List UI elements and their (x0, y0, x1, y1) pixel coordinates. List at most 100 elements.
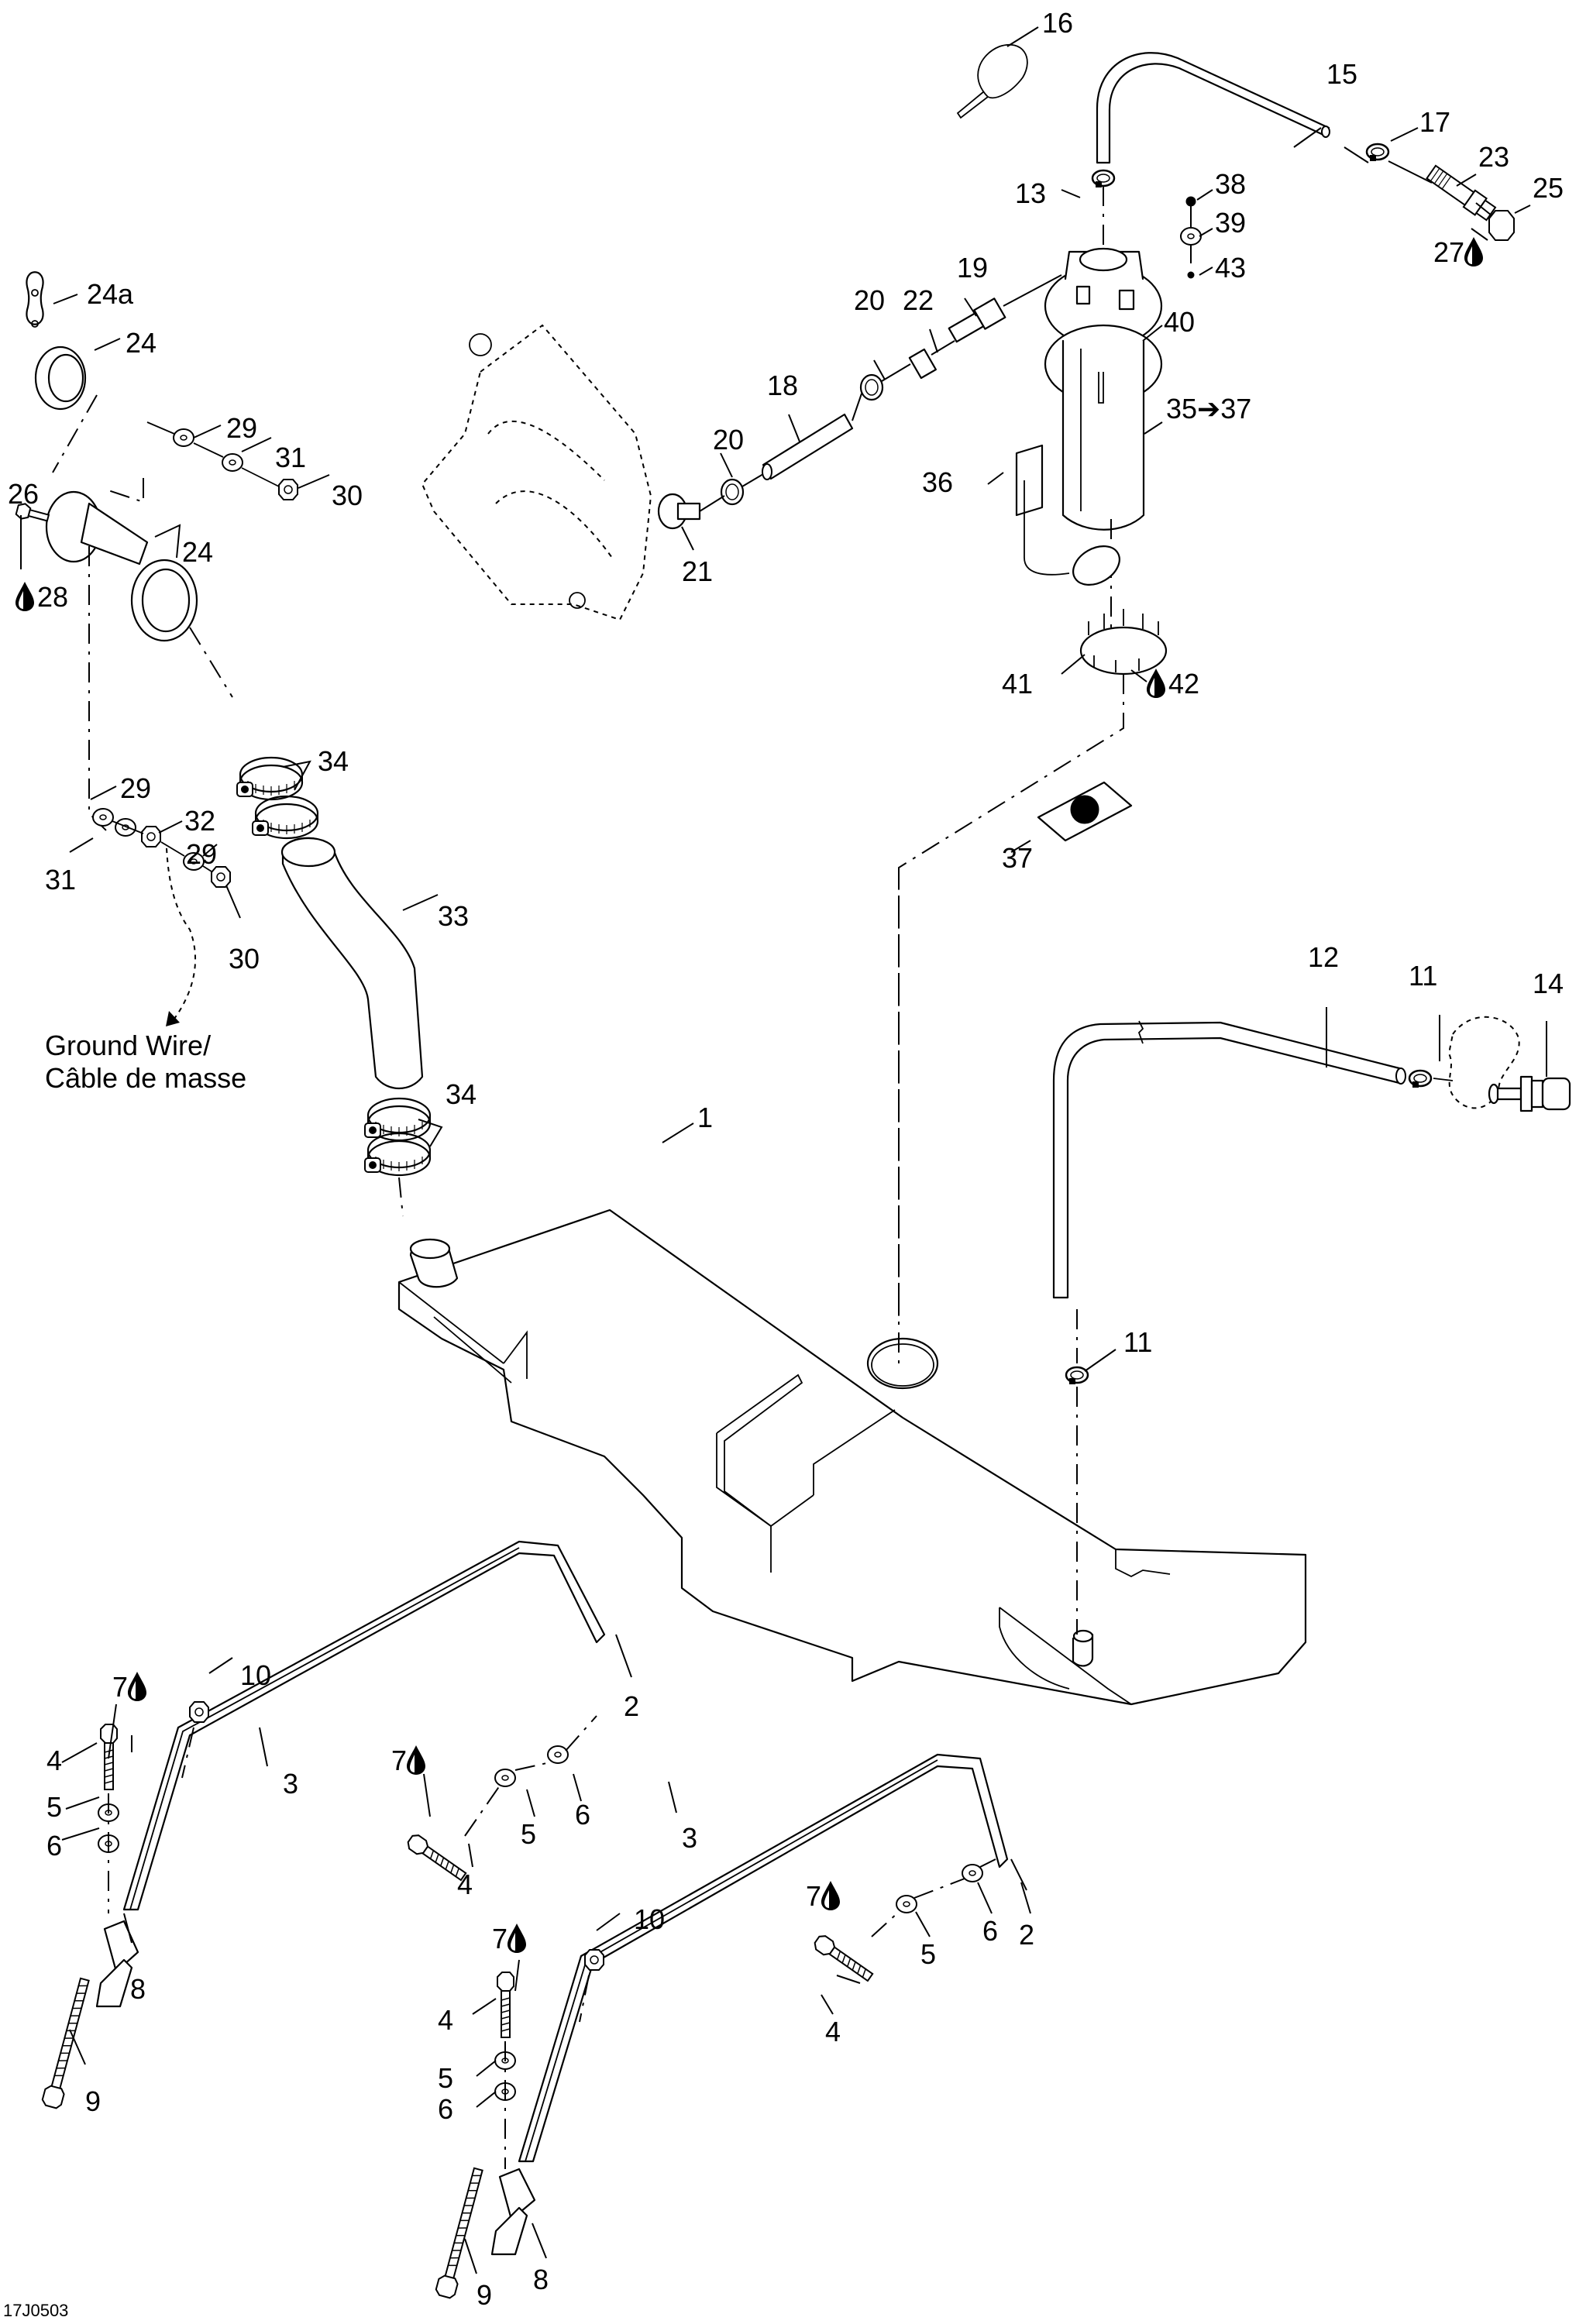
part-6-washer-b (547, 1745, 569, 1764)
callout-c5a: 5 (46, 1791, 62, 1823)
callout-number: 10 (240, 1659, 271, 1691)
callout-c39: 39 (1215, 207, 1246, 239)
callout-number: 41 (1002, 668, 1033, 700)
part-15-vent-hose (1096, 52, 1330, 164)
callout-c29c: 29 (186, 838, 217, 870)
part-22-connector (908, 348, 937, 380)
callout-c24b: 24 (126, 327, 157, 359)
callout-number: 11 (1123, 1326, 1152, 1358)
sealant-drop-icon (407, 1745, 425, 1775)
callout-c31a: 31 (275, 442, 306, 473)
callout-number: 29 (120, 772, 151, 804)
callout-number: 24a (87, 278, 134, 310)
part-8-bracket-b (490, 2168, 536, 2256)
hardware-set-b (404, 1715, 597, 1885)
callout-c7a: 7 (112, 1671, 146, 1703)
part-38-nut (1185, 196, 1196, 207)
callout-number: 5 (438, 2062, 453, 2094)
part-20-clamp-b (720, 478, 745, 506)
callout-c25: 25 (1533, 172, 1564, 204)
part-25-cap-nut (1488, 210, 1515, 241)
part-34-clamp-b (251, 795, 319, 840)
callout-number: 31 (275, 442, 306, 473)
part-13-clamp (1091, 169, 1116, 189)
part-4-bolt-c (497, 1972, 514, 2038)
part-1-fuel-tank (397, 1208, 1307, 1706)
part-18-fuel-hose (762, 413, 854, 480)
part-31-lock-washer-a (222, 453, 243, 472)
engine-reference-outline (421, 324, 652, 621)
callout-c5c: 5 (438, 2062, 453, 2094)
callout-c16: 16 (1042, 7, 1073, 39)
callout-c6c: 6 (438, 2093, 453, 2125)
callout-c19: 19 (957, 252, 988, 284)
callout-number: 30 (332, 480, 363, 511)
callout-c10b: 10 (634, 1903, 665, 1935)
callout-number: 15 (1326, 58, 1357, 90)
callout-number: 7 (112, 1671, 128, 1703)
callout-c8b: 8 (533, 2264, 549, 2295)
ground-wire-note-line2: Câble de masse (45, 1062, 246, 1094)
callout-c22: 22 (903, 284, 934, 316)
callout-c36: 36 (922, 466, 953, 498)
callout-c7b: 7 (391, 1745, 425, 1776)
callout-number: 24 (182, 536, 213, 568)
callout-number: 16 (1042, 7, 1073, 39)
callout-c4d: 4 (825, 2016, 841, 2047)
callout-number: 6 (982, 1915, 998, 1947)
callout-number: 7 (806, 1880, 821, 1912)
part-5-washer-d (896, 1895, 917, 1913)
callout-number: 12 (1308, 941, 1339, 973)
callout-c21: 21 (682, 555, 713, 587)
sealant-drop-icon (507, 1923, 526, 1953)
sealant-drop-icon (15, 582, 34, 611)
callout-c35: 35➔37 (1166, 393, 1251, 425)
callout-c9a: 9 (85, 2085, 101, 2117)
callout-c32: 32 (184, 805, 215, 837)
part-11-clamp-b (1065, 1366, 1089, 1386)
part-24-filler-cap-ring (34, 346, 87, 411)
callout-c3a: 3 (283, 1768, 298, 1800)
callout-c7c: 7 (492, 1923, 526, 1954)
part-29-washer-b (92, 808, 114, 827)
callout-number: 36 (922, 466, 953, 498)
part-39-washer (1180, 227, 1202, 246)
ground-wire-note-line1: Ground Wire/ (45, 1030, 211, 1061)
callout-number: 25 (1533, 172, 1564, 204)
callout-c13: 13 (1015, 177, 1046, 209)
part-24a-plate (26, 271, 44, 328)
callout-number: 32 (184, 805, 215, 837)
part-10-nut-b (584, 1949, 604, 1971)
part-16-tie-wrap (956, 44, 1028, 119)
callout-number: 6 (46, 1830, 62, 1862)
callout-number: 18 (767, 370, 798, 401)
callout-c2b: 2 (1019, 1919, 1034, 1951)
part-11-clamp-a (1408, 1069, 1433, 1089)
callout-c30a: 30 (332, 480, 363, 511)
callout-c18: 18 (767, 370, 798, 401)
callout-number: 29 (186, 838, 217, 870)
callout-c24a: 24a (87, 278, 134, 310)
callout-number: 31 (45, 864, 76, 896)
callout-number: 4 (438, 2004, 453, 2036)
callout-c33: 33 (438, 900, 469, 932)
callout-number: 34 (446, 1078, 477, 1110)
sealant-drop-icon (1147, 669, 1165, 698)
callout-c12: 12 (1308, 941, 1339, 973)
callout-number: 17 (1419, 106, 1450, 138)
callout-number: 6 (438, 2093, 453, 2125)
callout-number: 2 (624, 1690, 639, 1722)
callout-number: 8 (130, 1973, 146, 2005)
callout-number: 9 (85, 2085, 101, 2117)
hardware-set-d (811, 1858, 996, 1985)
part-3-strap-a (122, 1540, 606, 1911)
callout-number: 28 (37, 581, 68, 613)
part-6-washer-d (962, 1864, 983, 1882)
callout-number: 23 (1478, 141, 1509, 173)
callout-number: 39 (1215, 207, 1246, 239)
part-33-filler-hose (280, 837, 424, 1089)
part-10-nut-a (189, 1701, 209, 1723)
part-36-fuel-level-sender (1015, 444, 1120, 586)
callout-leaders (20, 26, 1547, 2274)
